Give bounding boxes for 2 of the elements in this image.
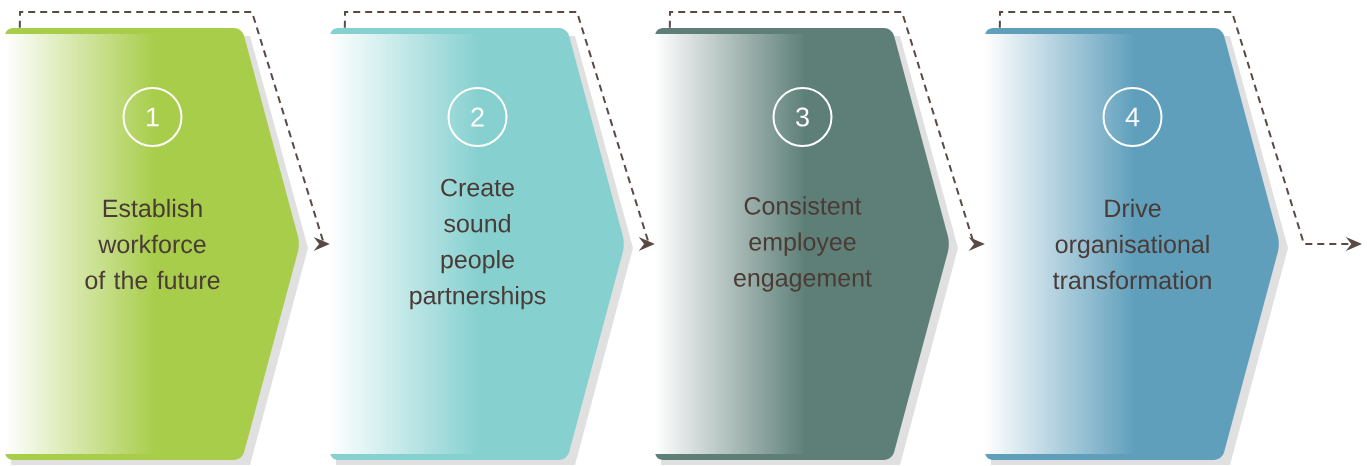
step-text: Establish workforce of the future (85, 198, 220, 290)
step-text: Create sound people partnerships (410, 178, 546, 310)
